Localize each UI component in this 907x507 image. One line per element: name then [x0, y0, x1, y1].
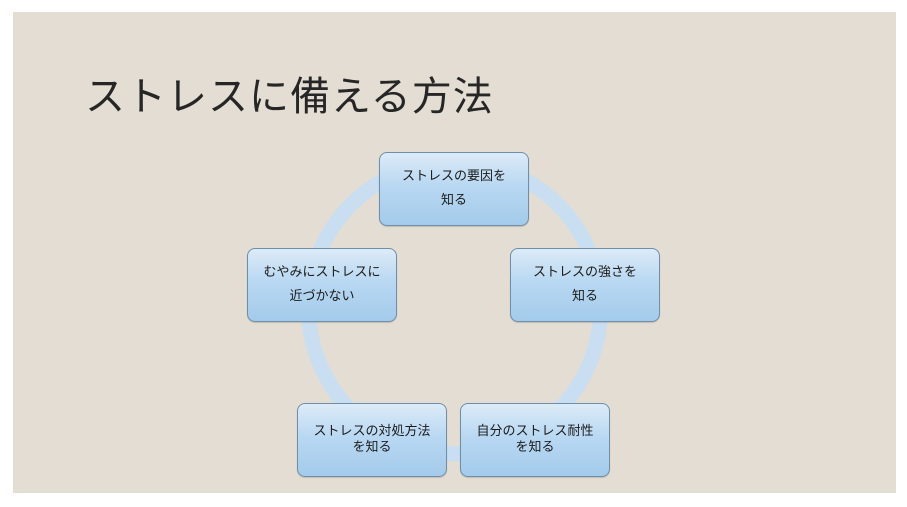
node-text-line: を知る	[515, 440, 555, 455]
cycle-node-avoid-stress: むやみにストレスに 近づかない	[247, 248, 397, 322]
node-text-line: 知る	[440, 193, 467, 208]
slide-title: ストレスに備える方法	[85, 74, 494, 120]
slide: ストレスに備える方法 ストレスの要因を 知る ストレスの強さを 知る 自分のスト…	[13, 12, 896, 493]
node-text-line: ストレスの要因を	[401, 169, 506, 184]
node-text-line: むやみにストレスに	[263, 265, 381, 280]
cycle-node-stress-strength: ストレスの強さを 知る	[510, 248, 660, 322]
node-text-line: 近づかない	[289, 289, 355, 304]
node-text-line: を知る	[352, 440, 392, 455]
cycle-node-stress-causes: ストレスの要因を 知る	[379, 152, 529, 226]
cycle-node-stress-tolerance: 自分のストレス耐性 を知る	[460, 403, 610, 477]
node-text-line: 知る	[571, 289, 598, 304]
node-text-line: 自分のストレス耐性	[476, 424, 594, 439]
cycle-arrow	[301, 154, 608, 462]
node-text-line: ストレスの強さを	[532, 265, 637, 280]
node-text-line: ストレスの対処方法	[313, 424, 431, 439]
cycle-node-coping-methods: ストレスの対処方法 を知る	[297, 403, 447, 477]
